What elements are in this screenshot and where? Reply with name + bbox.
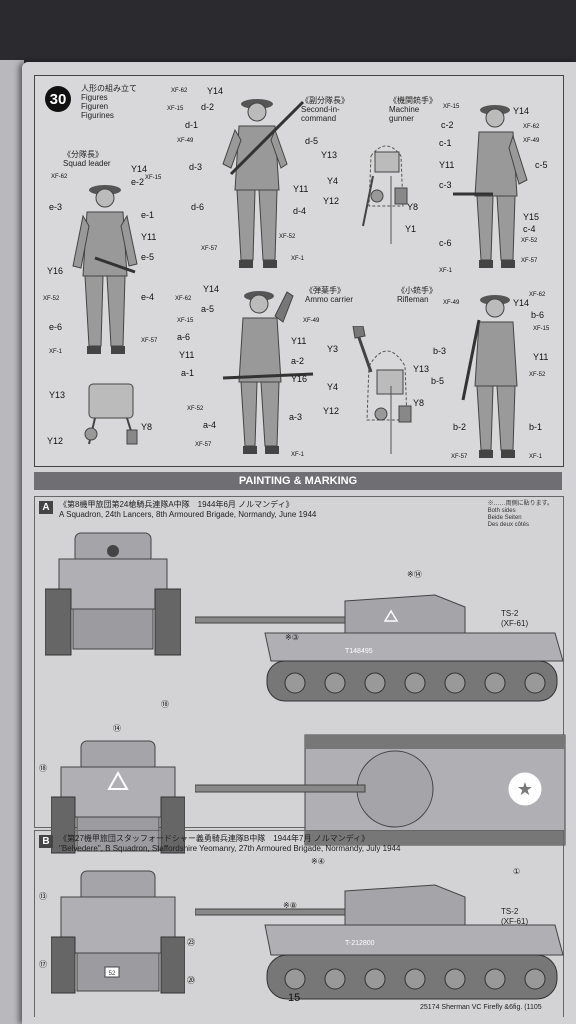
tank-a-top-view: ★ xyxy=(195,734,566,846)
svg-text:T-212800: T-212800 xyxy=(345,940,375,947)
tank-b-rear-view: 52 xyxy=(51,870,185,994)
tank-a-rear-view xyxy=(51,740,185,854)
svg-text:T148495: T148495 xyxy=(345,648,373,655)
step-title: 人形の組み立て Figures Figuren Figurines xyxy=(81,84,137,120)
bottom-pack-detail xyxy=(352,326,412,454)
second-in-command-figure xyxy=(222,99,305,268)
leader-pack-detail xyxy=(84,383,138,445)
scheme-a-title: 《第8機甲旅団第24槍騎兵連隊A中隊 1944年6月 ノルマンディ》 A Squ… xyxy=(59,500,317,519)
svg-text:★: ★ xyxy=(517,779,533,800)
svg-text:52: 52 xyxy=(109,971,116,977)
page-number: 15 xyxy=(288,992,301,1004)
scheme-a-label: A xyxy=(39,501,53,514)
scheme-b-label: B xyxy=(39,835,53,848)
tank-a-front-view xyxy=(45,532,181,656)
rifleman-figure xyxy=(461,295,518,458)
squad-leader-label: 《分隊長》Squad leader xyxy=(63,150,111,168)
step-number: 30 xyxy=(45,86,71,112)
left-page-edge xyxy=(0,60,24,1024)
tank-a-side-view: T148495 xyxy=(195,594,564,702)
instruction-page: 30 人形の組み立て Figures Figuren Figurines 《分隊… xyxy=(22,62,576,1024)
tank-b-side-view: T-212800 xyxy=(195,884,564,1000)
rifleman-label: 《小銃手》Rifleman xyxy=(397,286,437,304)
scheme-b-section: B 《第27機甲旅団スタッフォードシャー義勇騎兵連隊B中隊 1944年7月 ノル… xyxy=(34,830,564,1017)
machine-gunner-figure xyxy=(453,105,528,268)
step-30-figures-section: 30 人形の組み立て Figures Figuren Figurines 《分隊… xyxy=(34,75,564,467)
squad-leader-figure xyxy=(72,185,138,354)
second-in-command-label: 《副分隊長》Second-in-command xyxy=(301,96,349,123)
painting-marking-header: PAINTING & MARKING xyxy=(34,472,562,490)
top-pack-detail xyxy=(362,145,408,244)
ammo-carrier-label: 《弾薬手》Ammo carrier xyxy=(305,286,354,304)
footer-product-code: 25174 Sherman VC Firefly &6fig. (1105 xyxy=(420,1004,542,1011)
scheme-b-title: 《第27機甲旅団スタッフォードシャー義勇騎兵連隊B中隊 1944年7月 ノルマン… xyxy=(59,834,401,853)
ammo-carrier-figure xyxy=(222,291,314,454)
scheme-a-section: A 《第8機甲旅団第24槍騎兵連隊A中隊 1944年6月 ノルマンディ》 A S… xyxy=(34,496,566,876)
both-sides-note: ※……両側に貼ります。 Both sides Beide Seiten Des … xyxy=(487,501,553,528)
